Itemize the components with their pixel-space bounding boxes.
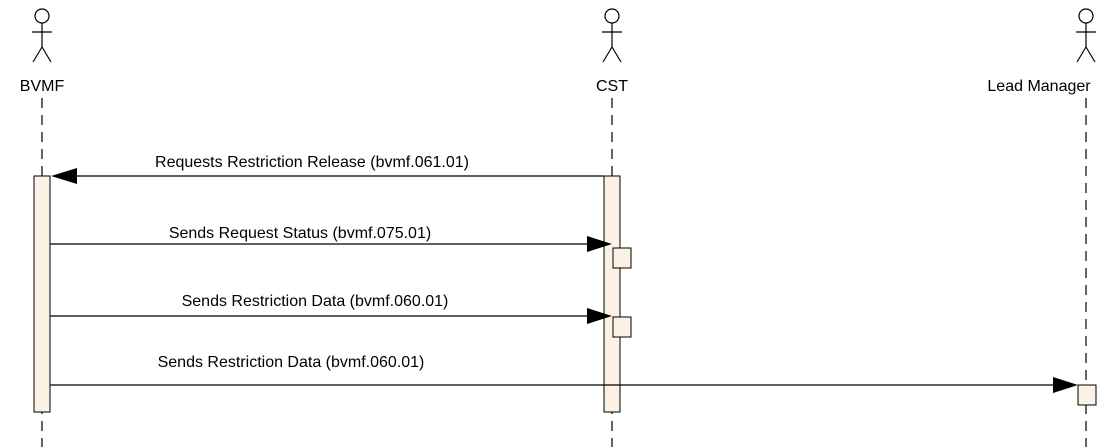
arrowhead-1 [51, 168, 77, 184]
actor-bvmf-icon [32, 8, 52, 63]
arrowhead-2 [587, 236, 612, 252]
actor-cst-label: CST [596, 78, 628, 95]
activation-box-cst-2 [612, 316, 632, 338]
actor-lead-manager-icon [1076, 8, 1096, 63]
activation-bar-cst [603, 175, 621, 413]
arrowhead-3 [587, 308, 612, 324]
activation-box-cst-1 [612, 247, 632, 269]
message-label-3: Sends Restriction Data (bvmf.060.01) [182, 293, 449, 310]
actor-lead-manager-label: Lead Manager [987, 78, 1091, 95]
message-label-2: Sends Request Status (bvmf.075.01) [169, 225, 431, 242]
actor-bvmf-label: BVMF [20, 78, 65, 95]
activation-box-lead-manager [1077, 384, 1097, 406]
actor-cst-icon [602, 8, 622, 63]
arrowhead-4 [1053, 377, 1078, 393]
message-label-1: Requests Restriction Release (bvmf.061.0… [155, 154, 469, 171]
message-label-4: Sends Restriction Data (bvmf.060.01) [158, 354, 425, 371]
activation-bar-bvmf [33, 175, 51, 413]
